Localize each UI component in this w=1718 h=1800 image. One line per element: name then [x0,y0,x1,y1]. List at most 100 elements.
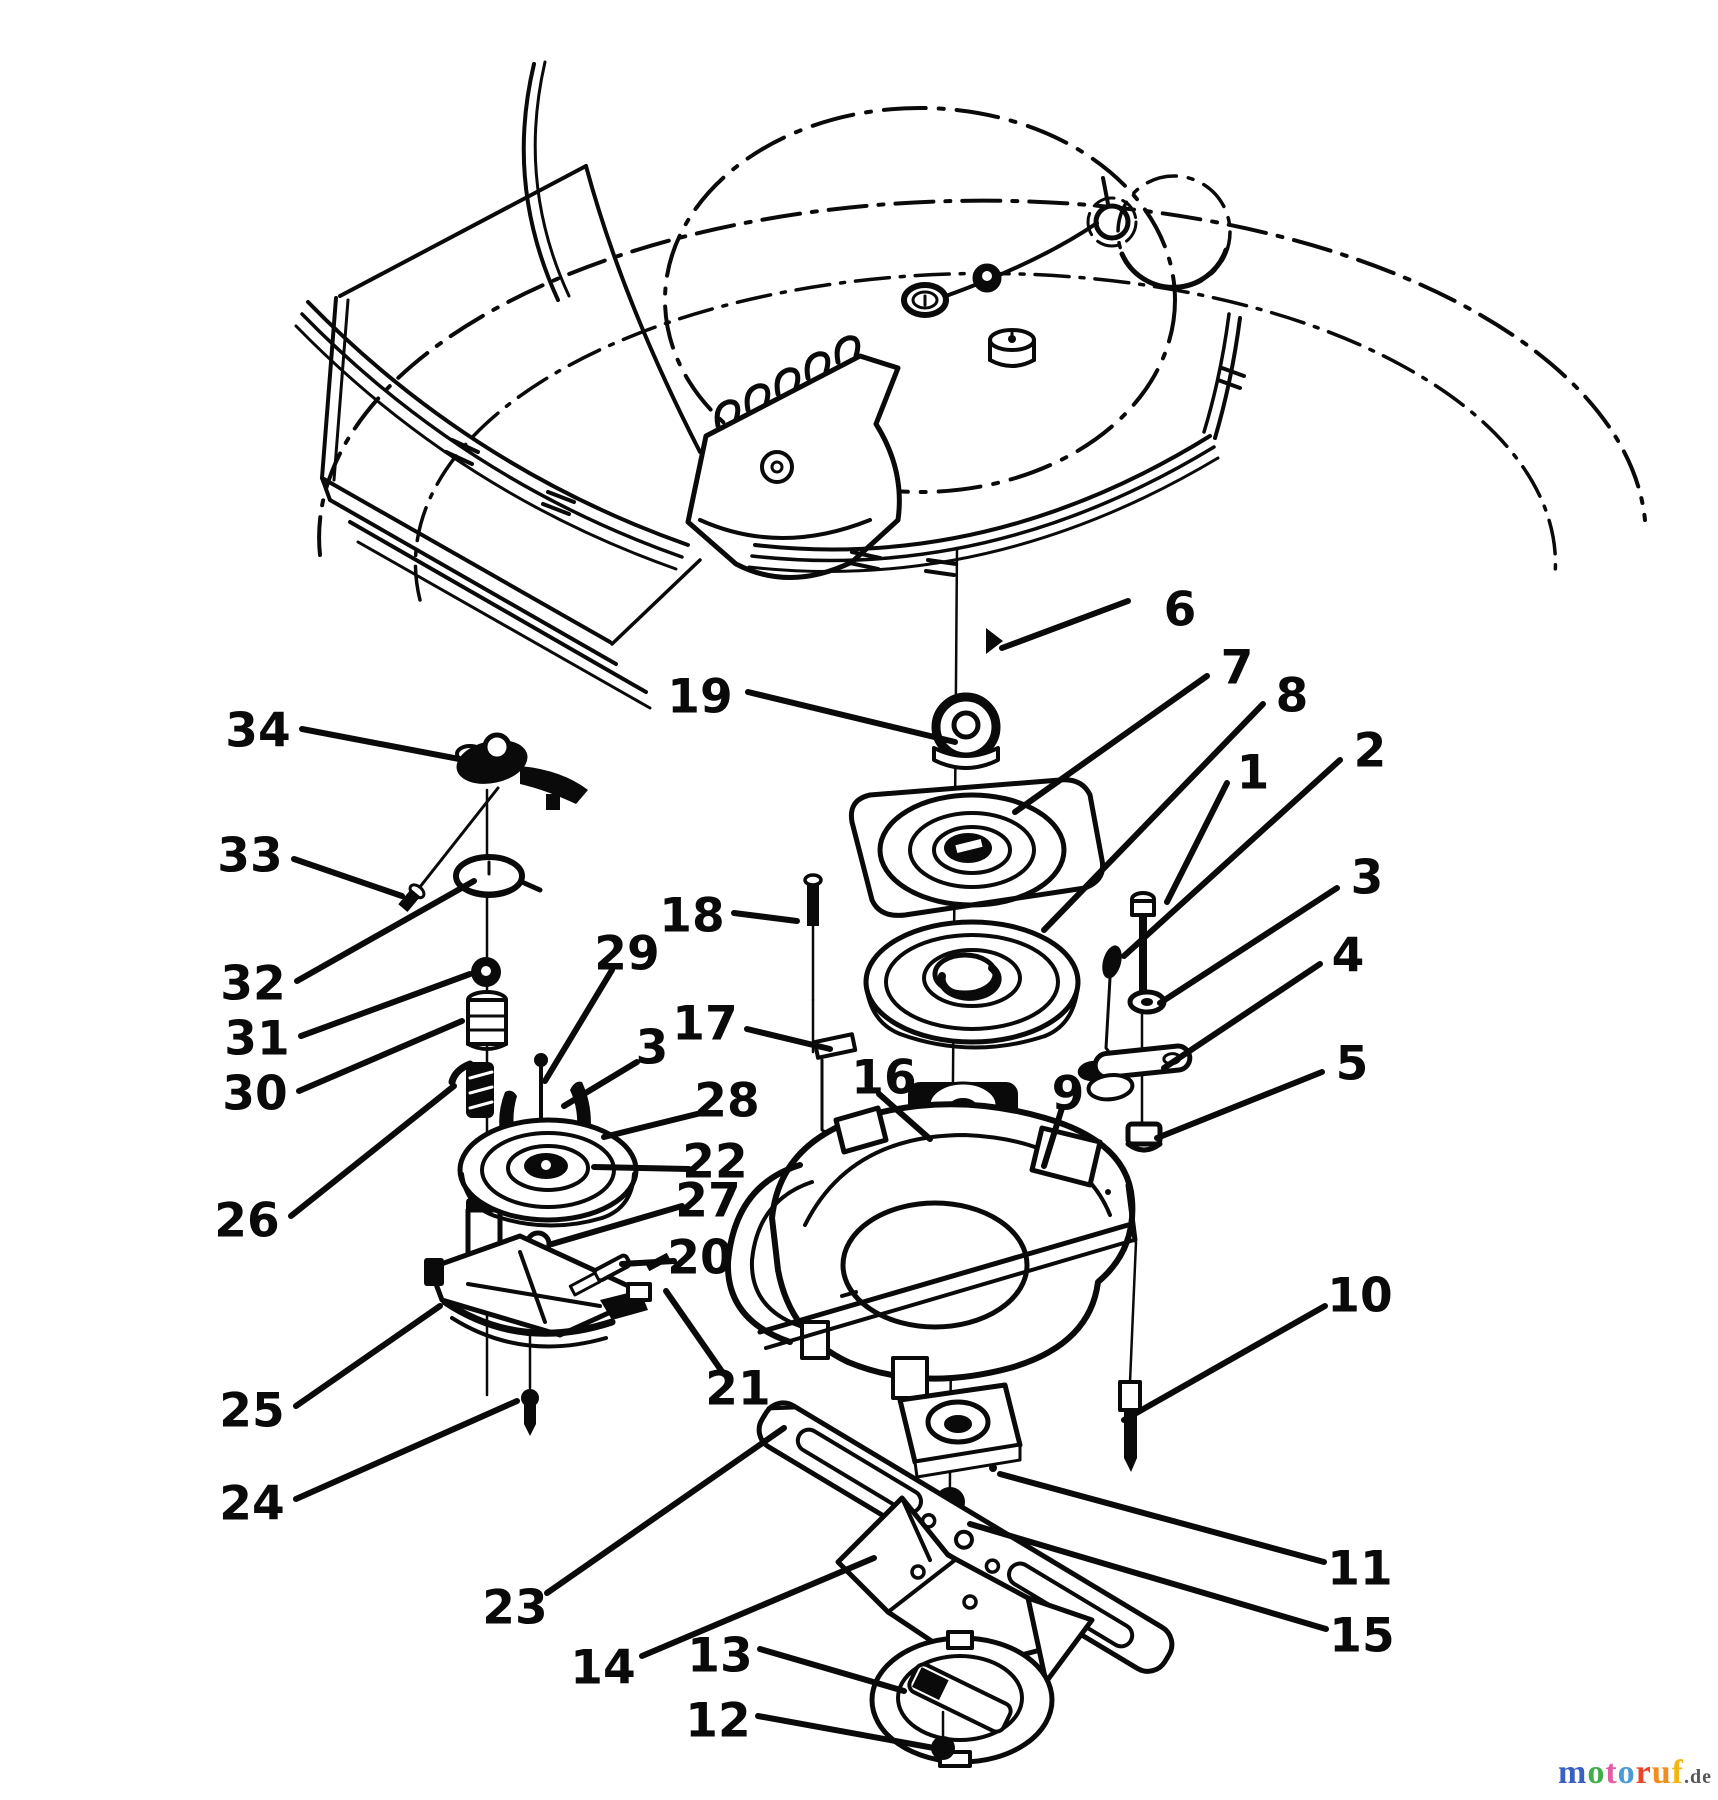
callout-number: 20 [667,1231,732,1286]
housing-part-9 [724,1101,1138,1400]
callout-16-25: 16 [851,1051,933,1142]
callout-leader-line [293,1303,443,1409]
callout-17-23: 17 [672,997,833,1052]
callout-number: 4 [1332,929,1365,984]
set-screw-part-33 [398,786,500,912]
callout-34-13: 34 [225,704,483,766]
callout-number: 34 [225,704,290,759]
bolt-part-10 [1118,1240,1142,1472]
callout-number: 31 [224,1012,289,1067]
callout-2-5: 2 [1121,724,1386,959]
callout-9-9: 9 [1041,1067,1084,1169]
callout-number: 12 [685,1694,750,1749]
hub-part-13 [869,1630,1055,1768]
callout-number: 8 [1276,669,1309,724]
callout-leader-line [299,726,483,766]
callout-18-24: 18 [659,889,800,944]
callout-leader-line [296,1018,465,1094]
arm-part-4 [1077,1043,1193,1102]
clutch-plate-part-7 [848,777,1106,918]
bushing-part-30 [466,990,508,1051]
callout-number: 21 [705,1362,770,1417]
callout-number: 1 [1237,746,1270,801]
callout-number: 18 [659,889,724,944]
callout-leader-line [294,878,477,984]
callout-leader-line [601,1110,704,1140]
screw-part-29 [534,1053,548,1122]
callout-number: 3 [1351,851,1384,906]
cam-lever-part-34 [455,732,588,810]
callout-number: 19 [667,670,732,725]
callout-15-12: 15 [967,1521,1395,1664]
callout-4-7: 4 [1161,929,1365,1071]
callout-30-17: 30 [222,1018,465,1122]
callout-32-15: 32 [220,878,477,1012]
callout-number: 26 [214,1194,279,1249]
bearing-part-19 [931,692,1001,770]
callout-leader-line [293,1398,520,1502]
serrated-baffle [685,335,902,580]
callout-leader-line [876,1091,933,1142]
callout-10-10: 10 [1121,1269,1393,1423]
callout-leader-line [639,1555,877,1659]
mower-deck-outline [294,60,1647,710]
callout-6-0: 6 [999,583,1197,651]
callout-number: 14 [570,1641,635,1696]
callout-number: 6 [1164,583,1197,638]
callout-leader-line [1121,757,1343,959]
callout-leader-line [544,1425,787,1596]
callout-number: 22 [682,1135,747,1190]
nut-part-31 [471,957,501,987]
bolt-part-2 [1130,891,1156,995]
callout-leader-line [291,856,405,899]
callout-leader-line [745,689,958,745]
callout-12-34: 12 [685,1694,937,1751]
callout-number: 28 [694,1074,759,1129]
watermark-letter: u [1651,1754,1672,1791]
callout-5-8: 5 [1154,1037,1369,1141]
watermark-letter: t [1605,1754,1618,1791]
spring-part-26 [448,1060,494,1118]
callout-number: 7 [1221,641,1254,696]
nut-part-5 [1125,1121,1163,1153]
callout-leader-line [298,971,473,1039]
callout-27-28: 27 [549,1174,741,1247]
callout-number: 13 [687,1629,752,1684]
deck-eyelet [901,282,949,318]
callout-13-33: 13 [687,1629,907,1694]
callout-number: 24 [219,1477,284,1532]
left-idler-assembly [398,732,671,1436]
callout-14-32: 14 [570,1555,877,1696]
pin-small [568,1271,602,1297]
watermark-letter: r [1635,1754,1652,1791]
hook-wire [1102,945,1122,1059]
deck-spacer [988,328,1036,368]
callout-leader-line [1041,1105,1065,1169]
deck-grommet [972,263,1002,293]
callout-8-3: 8 [1041,669,1309,933]
callout-leader-line [549,1203,685,1247]
right-bracket-assembly [1077,891,1193,1153]
callout-leader-line [1161,961,1323,1071]
callout-number: 5 [1336,1037,1369,1092]
callout-number: 11 [1327,1542,1392,1597]
callout-number: 27 [675,1174,740,1229]
callout-leader-line [1041,701,1266,933]
blade-part-23 [756,1400,1175,1674]
bracket-part-14 [835,1495,1095,1685]
callout-leader-line [288,1083,457,1219]
callout-24-20: 24 [219,1398,520,1532]
washer-part-32 [453,854,543,898]
watermark-suffix: .de [1684,1766,1712,1788]
callout-22-27: 22 [591,1135,748,1190]
callout-leader-line [757,1646,907,1694]
deck-skirt-edge [294,300,1246,577]
callout-leader-line [663,1288,726,1376]
callout-leader-line [755,1713,937,1751]
bolt-part-24 [521,1332,539,1436]
callout-1-4: 1 [1164,746,1270,905]
callout-leader-line [542,967,615,1084]
